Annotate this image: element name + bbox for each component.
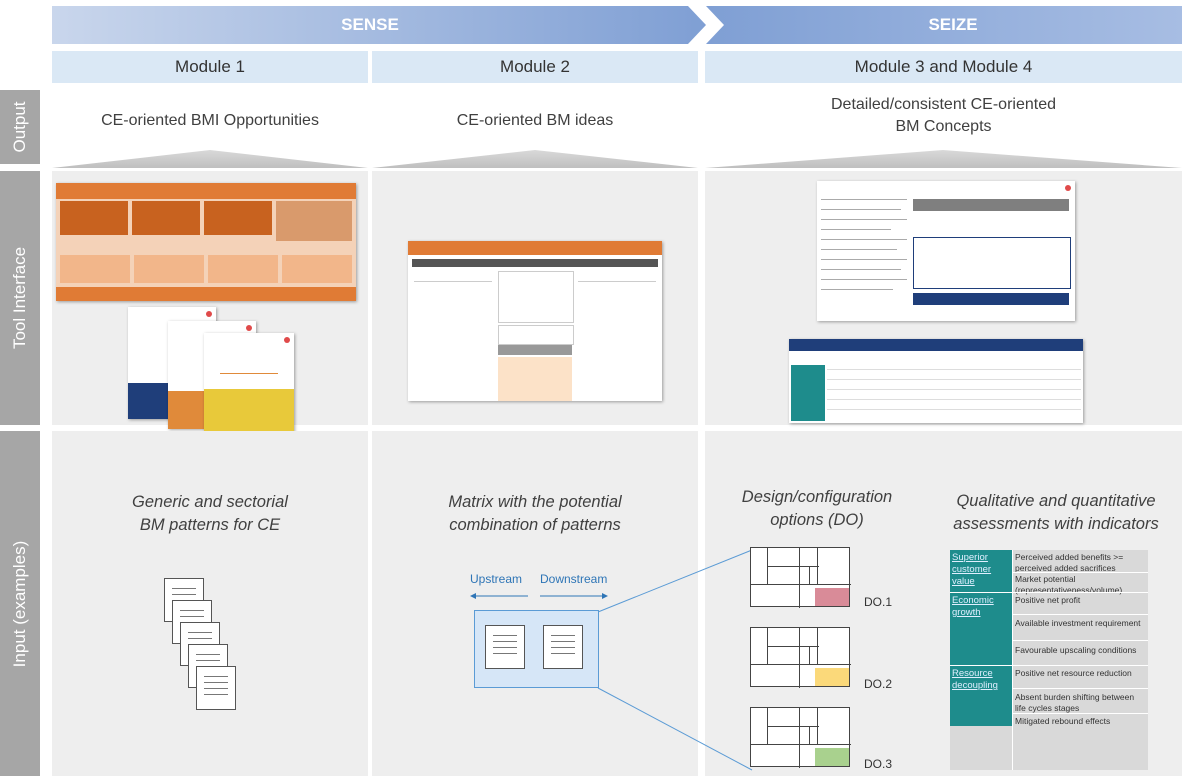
seize-arrow — [706, 6, 1182, 44]
indicator-rebound-effects: Mitigated rebound effects — [1015, 716, 1111, 726]
row-label-output: Output — [0, 90, 40, 164]
output-module-2: CE-oriented BM ideas — [456, 112, 614, 129]
bmi-canvas-thumbnail — [56, 183, 356, 301]
output-wedges — [52, 150, 1182, 168]
matrix-selection-box — [474, 610, 599, 688]
stream-arrows — [470, 593, 608, 599]
downstream-label: Downstream — [540, 572, 608, 586]
design-option-2 — [750, 627, 851, 688]
indicator-perceived-benefits: Perceived added benefits >= perceived ad… — [1015, 552, 1124, 573]
module-2-header: Module 2 — [372, 51, 698, 83]
indicator-upscaling-conditions: Favourable upscaling conditions — [1015, 645, 1137, 655]
design-option-1-label: DO.1 — [864, 595, 893, 609]
pattern-card-3 — [204, 333, 294, 433]
indicator-investment-requirement: Available investment requirement — [1015, 618, 1141, 628]
output-module-1: CE-oriented BMI Opportunities — [101, 112, 319, 129]
design-option-1 — [750, 547, 851, 608]
tool-panel-module-3-4 — [705, 171, 1182, 425]
indicator-burden-shifting: Absent burden shifting between life cycl… — [1015, 692, 1135, 713]
design-option-2-label: DO.2 — [864, 677, 893, 691]
seize-label: SEIZE — [928, 15, 978, 34]
wedge-1 — [52, 150, 368, 168]
design-option-3-label: DO.3 — [864, 757, 893, 771]
module-3-4-header: Module 3 and Module 4 — [705, 51, 1182, 83]
indicator-market-potential: Market potential (representativeness/vol… — [1015, 574, 1123, 595]
matrix-document-icon-2 — [543, 625, 583, 669]
configurator-canvas-thumbnail — [817, 181, 1075, 321]
phase-arrows — [52, 6, 1182, 44]
category-superior-customer-value: Superior customer value — [950, 550, 1012, 592]
sense-arrow — [52, 6, 706, 44]
wedge-3 — [705, 150, 1182, 168]
targets-table-thumbnail — [789, 339, 1083, 423]
pattern-document-icon-5 — [196, 666, 236, 710]
row-label-input: Input (examples) — [0, 431, 40, 776]
matrix-document-icon-1 — [485, 625, 525, 669]
design-option-3 — [750, 707, 851, 768]
module-1-header: Module 1 — [52, 51, 368, 83]
assessment-table: Superior customer value Economic growth … — [950, 550, 1148, 770]
matrix-canvas-thumbnail — [408, 241, 662, 401]
indicator-positive-net-profit: Positive net profit — [1015, 595, 1081, 605]
category-resource-decoupling: Resource decoupling — [950, 666, 1012, 726]
wedge-2 — [372, 150, 698, 168]
upstream-label: Upstream — [470, 572, 523, 586]
row-label-tool-interface: Tool Interface — [0, 171, 40, 425]
tool-panel-module-1 — [52, 171, 368, 433]
input-panel-module-2 — [372, 431, 698, 776]
sense-label: SENSE — [341, 15, 399, 34]
category-economic-growth: Economic growth — [950, 593, 1012, 665]
tool-panel-module-2 — [372, 171, 698, 425]
indicator-net-resource-reduction: Positive net resource reduction — [1015, 668, 1132, 678]
